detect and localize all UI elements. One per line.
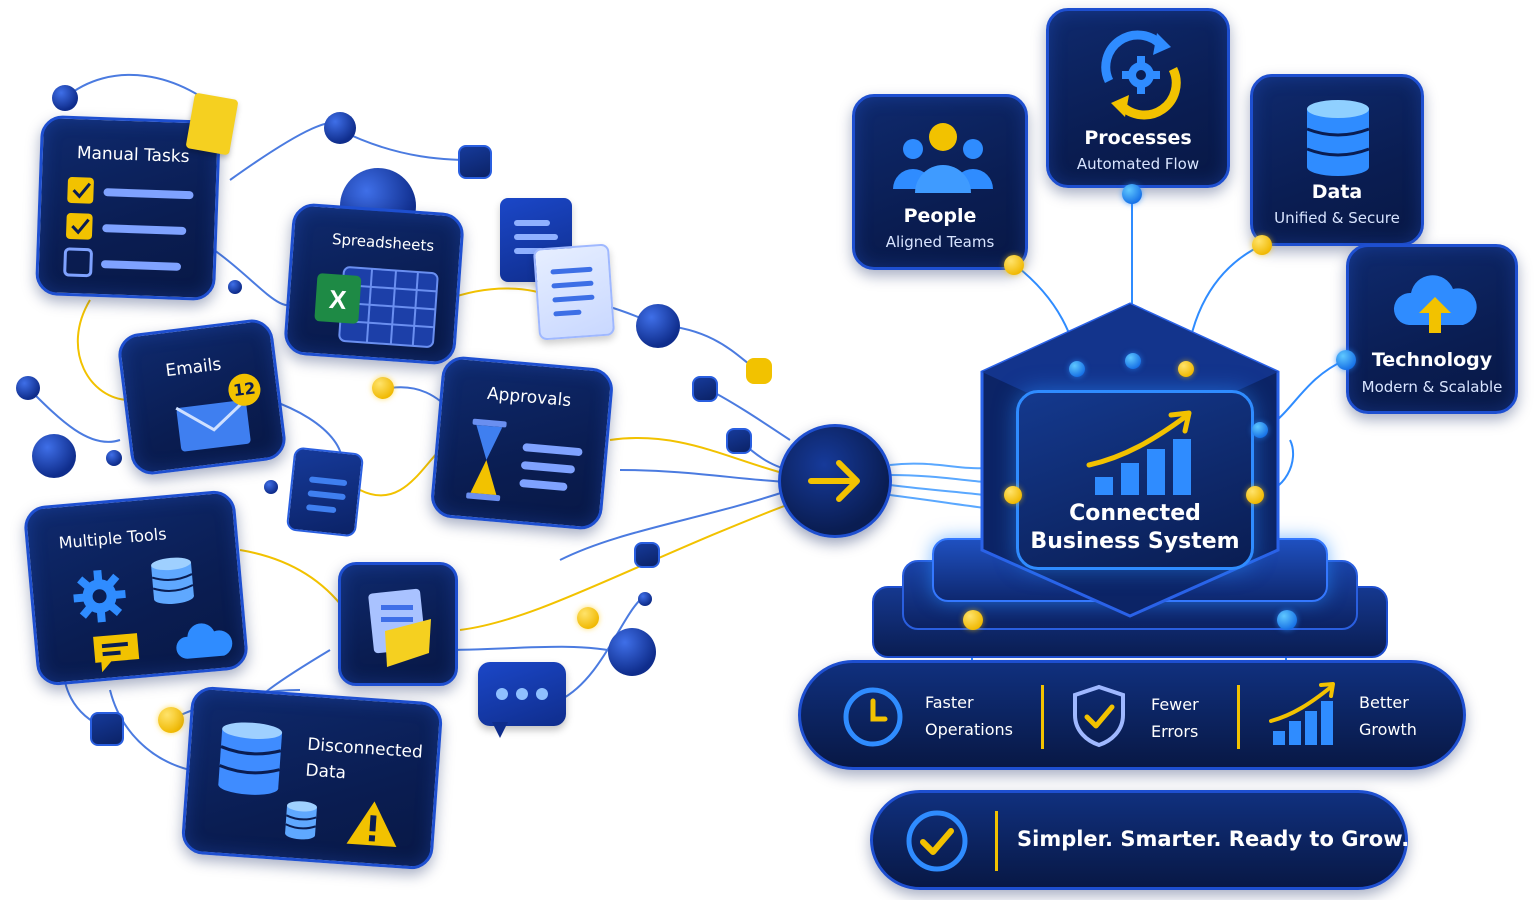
database-icon bbox=[1306, 100, 1370, 176]
decor-yellow-node bbox=[372, 377, 394, 399]
disconnected-data-title-2: Data bbox=[304, 760, 347, 784]
sticky-note-icon bbox=[368, 588, 431, 667]
processes-title: Processes bbox=[1084, 127, 1192, 149]
hourglass-icon bbox=[466, 418, 583, 502]
decor-node bbox=[608, 628, 656, 676]
spreadsheets-card: Spreadsheets X bbox=[282, 202, 466, 366]
spreadsheets-title: Spreadsheets bbox=[331, 229, 435, 256]
decor-node bbox=[324, 112, 356, 144]
people-icon bbox=[893, 123, 993, 193]
decor-node bbox=[106, 450, 122, 466]
tagline-text: Simpler. Smarter. Ready to Grow. bbox=[1017, 827, 1410, 851]
benefit-better-2: Growth bbox=[1359, 720, 1417, 739]
cycle-gear-icon bbox=[1101, 30, 1181, 120]
growth-chart-icon bbox=[1086, 410, 1192, 495]
benefit-better-1: Better bbox=[1359, 693, 1409, 712]
decor-yellow-node bbox=[158, 707, 184, 733]
connector-node bbox=[1004, 255, 1024, 275]
technology-title: Technology bbox=[1371, 349, 1493, 371]
transform-arrow bbox=[778, 424, 892, 538]
decor-square bbox=[726, 428, 752, 454]
decor-yellow-node bbox=[577, 607, 599, 629]
svg-text:X: X bbox=[328, 284, 348, 315]
chat-icon bbox=[478, 662, 566, 738]
benefit-faster-1: Faster bbox=[925, 693, 974, 712]
people-title: People bbox=[903, 205, 977, 227]
note-tile bbox=[338, 562, 458, 686]
decor-square bbox=[458, 145, 492, 179]
shield-check-icon bbox=[1073, 684, 1125, 748]
core-title-2: Business System bbox=[1030, 529, 1240, 554]
benefits-bar: Faster Operations Fewer Errors Better Gr… bbox=[798, 660, 1466, 770]
benefit-divider bbox=[1237, 685, 1240, 749]
decor-square bbox=[634, 542, 660, 568]
approvals-title: Approvals bbox=[486, 383, 573, 412]
connector-node bbox=[1252, 235, 1272, 255]
arrow-right-icon bbox=[808, 460, 860, 502]
benefit-divider bbox=[1041, 685, 1044, 749]
connector-node bbox=[963, 610, 983, 630]
warning-icon bbox=[346, 801, 397, 848]
decor-square bbox=[692, 376, 718, 402]
core-panel: Connected Business System bbox=[1016, 390, 1254, 570]
people-subtitle: Aligned Teams bbox=[885, 233, 995, 251]
connector-node bbox=[1122, 184, 1142, 204]
benefit-fewer-2: Errors bbox=[1151, 722, 1199, 741]
data-subtitle: Unified & Secure bbox=[1274, 209, 1400, 227]
approvals-card: Approvals bbox=[429, 354, 615, 532]
manual-tasks-title: Manual Tasks bbox=[76, 143, 190, 168]
envelope-icon bbox=[175, 398, 251, 452]
emails-card: Emails 12 bbox=[115, 317, 289, 477]
disconnected-data-card: Disconnected Data bbox=[180, 685, 444, 871]
connector-node bbox=[1252, 422, 1268, 438]
document-tile bbox=[285, 446, 365, 538]
decor-square bbox=[90, 712, 124, 746]
connector-node bbox=[1178, 361, 1194, 377]
core-title-1: Connected bbox=[1069, 501, 1201, 526]
data-card: Data Unified & Secure bbox=[1250, 74, 1424, 246]
processes-subtitle: Automated Flow bbox=[1076, 155, 1200, 173]
tagline-divider bbox=[995, 811, 998, 871]
gear-icon bbox=[73, 569, 126, 623]
processes-card: Processes Automated Flow bbox=[1046, 8, 1230, 188]
benefit-faster-2: Operations bbox=[925, 720, 1013, 739]
database-icon bbox=[285, 801, 317, 840]
technology-subtitle: Modern & Scalable bbox=[1361, 378, 1503, 396]
multiple-tools-title: Multiple Tools bbox=[57, 524, 168, 553]
connector-node bbox=[1277, 610, 1297, 630]
disconnected-data-title-1: Disconnected bbox=[306, 734, 424, 763]
connector-node bbox=[1336, 350, 1356, 370]
decor-node bbox=[228, 280, 242, 294]
decor-node bbox=[32, 434, 76, 478]
database-icon bbox=[218, 722, 283, 795]
decor-node bbox=[16, 376, 40, 400]
document-icon bbox=[532, 243, 616, 341]
people-card: People Aligned Teams bbox=[852, 94, 1028, 270]
decor-node bbox=[636, 304, 680, 348]
decor-node bbox=[264, 480, 278, 494]
multiple-tools-card: Multiple Tools bbox=[22, 489, 250, 687]
checkbox-icon bbox=[63, 177, 194, 278]
cloud-icon bbox=[176, 623, 233, 659]
data-title: Data bbox=[1311, 181, 1363, 203]
clock-icon bbox=[843, 687, 903, 747]
technology-card: Technology Modern & Scalable bbox=[1346, 244, 1518, 414]
connector-node bbox=[1125, 353, 1141, 369]
chat-icon bbox=[93, 633, 140, 673]
decor-square-yellow bbox=[746, 358, 772, 384]
decor-node bbox=[638, 592, 652, 606]
connector-node bbox=[1004, 486, 1022, 504]
tagline-bar: Simpler. Smarter. Ready to Grow. bbox=[870, 790, 1410, 890]
growth-chart-icon bbox=[1269, 682, 1335, 745]
check-circle-icon bbox=[906, 810, 968, 872]
cloud-upload-icon bbox=[1393, 275, 1477, 333]
benefit-fewer-1: Fewer bbox=[1151, 695, 1199, 714]
database-icon bbox=[151, 557, 194, 604]
spreadsheet-icon: X bbox=[314, 266, 439, 348]
manual-tasks-card: Manual Tasks bbox=[34, 114, 222, 302]
emails-title: Emails bbox=[164, 354, 223, 382]
connector-node bbox=[1069, 361, 1085, 377]
connector-node bbox=[1246, 486, 1264, 504]
decor-node bbox=[52, 85, 78, 111]
